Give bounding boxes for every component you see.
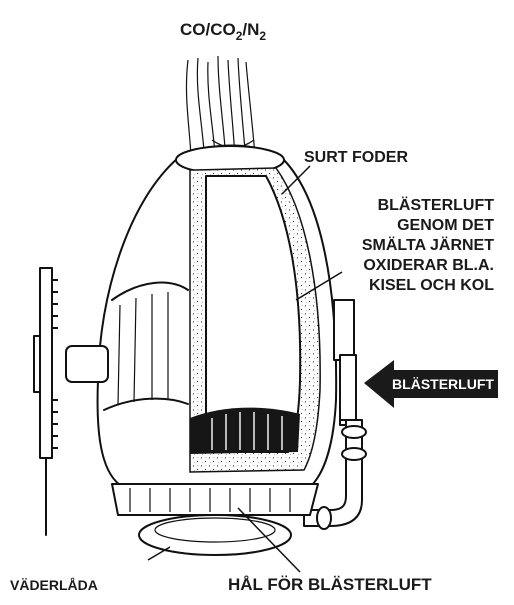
trunnion-gear xyxy=(33,267,109,536)
wind-box xyxy=(111,483,319,556)
blast-air-arrow: BLÄSTERLUFT xyxy=(364,360,498,408)
desc-line-1: BLÄSTERLUFT xyxy=(378,196,495,214)
gas-label: CO/CO2/N2 xyxy=(180,20,266,43)
air-pipe xyxy=(303,299,367,530)
lining-label: SURT FODER xyxy=(304,149,408,166)
desc-line-2: GENOM DET xyxy=(397,217,494,234)
converter-shell xyxy=(96,144,338,486)
process-description: BLÄSTERLUFT GENOM DET SMÄLTA JÄRNET OXID… xyxy=(362,196,494,294)
desc-line-5: KISEL OCH KOL xyxy=(369,277,494,294)
desc-line-4: OXIDERAR BL.A. xyxy=(363,257,494,274)
air-holes-label: HÅL FÖR BLÄSTERLUFT xyxy=(228,575,432,594)
blast-air-arrow-label: BLÄSTERLUFT xyxy=(392,376,494,392)
desc-line-3: SMÄLTA JÄRNET xyxy=(362,236,494,254)
windbox-label: VÄDERLÅDA xyxy=(10,577,98,593)
leader-lines xyxy=(147,165,343,573)
